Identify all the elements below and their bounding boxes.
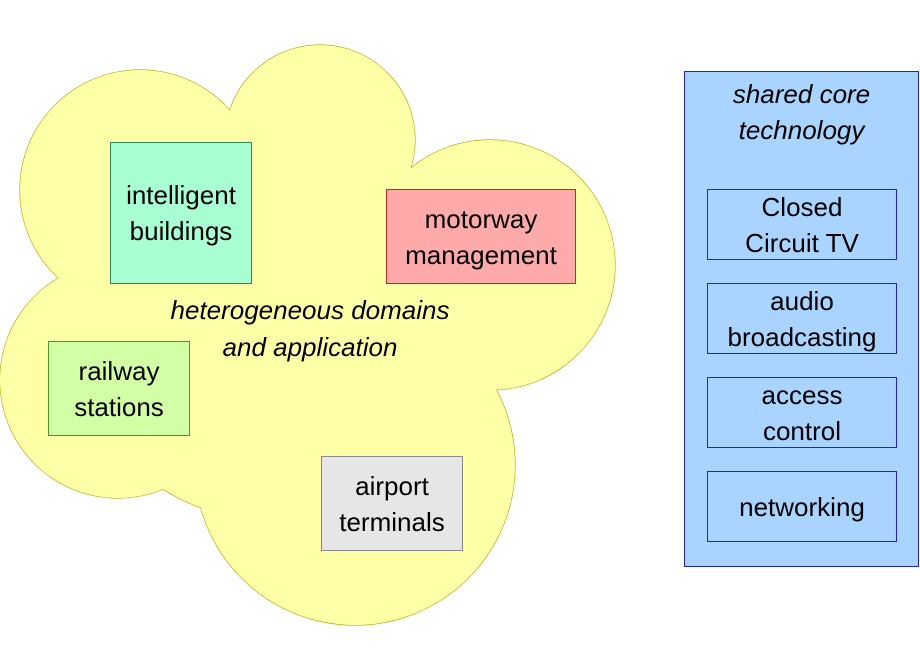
core-item-audio-broadcasting: audio broadcasting — [707, 283, 897, 354]
core-item-networking: networking — [707, 471, 897, 542]
shared-core-title: shared core technology — [732, 79, 871, 145]
core-item-label: Closed Circuit TV — [745, 191, 859, 258]
airport-terminals-box: airport terminals — [321, 456, 463, 551]
railway-stations-label: railway stations — [74, 355, 164, 422]
core-item-label: audio broadcasting — [727, 285, 877, 352]
intelligent-buildings-box: intelligent buildings — [110, 142, 252, 284]
intelligent-buildings-label: intelligent buildings — [126, 180, 236, 246]
core-item-access-control: access control — [707, 377, 897, 448]
core-item-label: networking — [739, 491, 865, 522]
railway-stations-box: railway stations — [48, 341, 190, 436]
cloud-caption: heterogeneous domains and application — [170, 295, 450, 362]
core-item-label: access control — [761, 379, 843, 446]
airport-terminals-label: airport terminals — [339, 470, 445, 537]
motorway-management-label: motorway management — [405, 203, 557, 270]
core-item-closed-circuit-tv: Closed Circuit TV — [707, 189, 897, 260]
motorway-management-box: motorway management — [386, 189, 576, 284]
